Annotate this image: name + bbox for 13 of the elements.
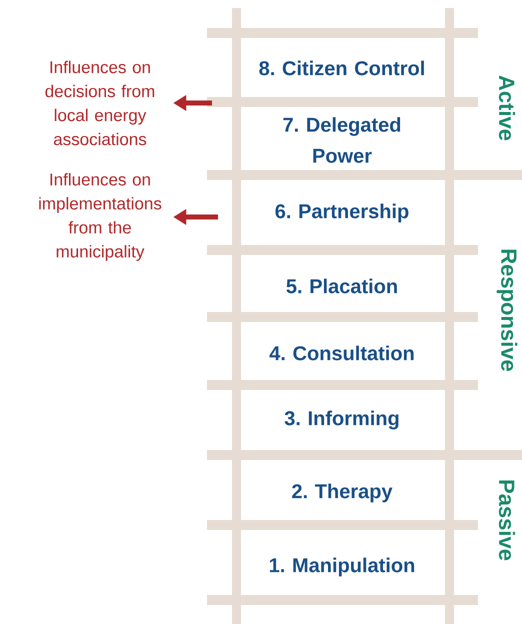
band-label: Passive	[498, 480, 516, 560]
step-label: 5. Placation	[286, 278, 397, 294]
step-label: 4. Consultation	[270, 346, 414, 360]
step-label: 6. Partnership	[275, 204, 408, 222]
step-label: 8. Citizen Control	[259, 60, 424, 76]
step-label: 1. Manipulation	[270, 558, 414, 576]
step-label: 3. Informing	[284, 410, 398, 430]
band-label: Responsive	[496, 250, 518, 371]
side-note: Influences on implementations from the municipality	[39, 173, 162, 261]
side-note: Influences on decisions from local energy associations	[45, 60, 154, 146]
band-label: Active	[498, 76, 516, 140]
step-label: 7. Delegated Power	[283, 117, 400, 163]
step-label: 2. Therapy	[292, 484, 392, 502]
